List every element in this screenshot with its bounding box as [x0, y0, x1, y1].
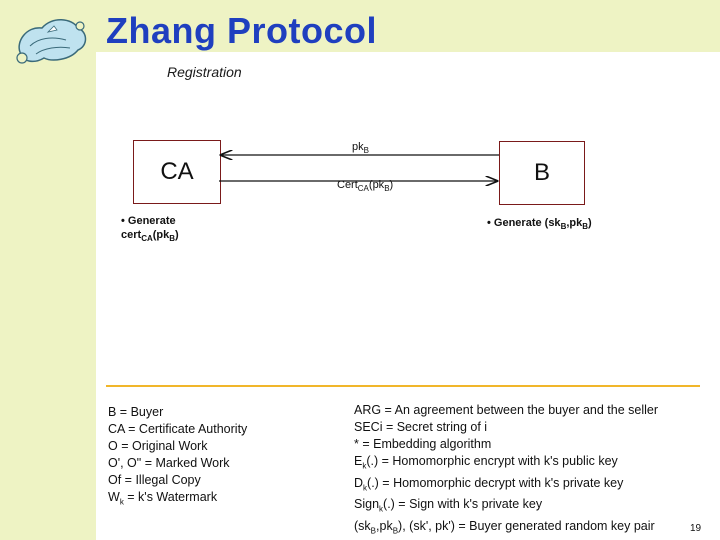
- entity-ca-box: CA: [133, 140, 221, 204]
- scroll-clipart-icon: [16, 19, 87, 64]
- entity-ca-label: CA: [160, 158, 194, 185]
- message-cert-label: CertCA(pkB): [337, 179, 394, 194]
- entity-b-box: B: [499, 141, 585, 205]
- b-step-text: • Generate (skB,pkB): [487, 217, 592, 232]
- legend-item: SECi = Secret string of i: [354, 420, 488, 434]
- legend-item: Signk(.) = Sign with k's private key: [354, 497, 543, 514]
- legend-item: ARG = An agreement between the buyer and…: [354, 403, 659, 417]
- page-number: 19: [690, 523, 702, 534]
- top-decor-band: [96, 0, 720, 52]
- legend-left: B = Buyer CA = Certificate Authority O =…: [108, 404, 247, 511]
- legend-item: O', O" = Marked Work: [108, 456, 230, 470]
- legend-item: CA = Certificate Authority: [108, 422, 248, 436]
- section-divider: [106, 385, 700, 387]
- left-decor-band: [0, 0, 96, 540]
- ca-step-text: • Generate certCA(pkB): [121, 215, 179, 244]
- legend-item: Dk(.) = Homomorphic decrypt with k's pri…: [354, 475, 624, 493]
- legend-item: Ek(.) = Homomorphic encrypt with k's pub…: [354, 454, 618, 471]
- legend-item: Of = Illegal Copy: [108, 473, 201, 487]
- entity-b-label: B: [533, 159, 550, 186]
- legend-item: O = Original Work: [108, 439, 208, 453]
- section-subtitle: Registration: [167, 64, 242, 80]
- legend-item: * = Embedding algorithm: [354, 437, 492, 451]
- message-pkb-label: pkB: [352, 141, 369, 156]
- legend-item: Wk = k's Watermark: [108, 490, 218, 507]
- legend-item: B = Buyer: [108, 405, 164, 419]
- legend-item: (skB,pkB), (sk', pk') = Buyer generated …: [354, 518, 655, 536]
- page-title: Zhang Protocol: [106, 10, 377, 51]
- legend-right: ARG = An agreement between the buyer and…: [354, 402, 658, 539]
